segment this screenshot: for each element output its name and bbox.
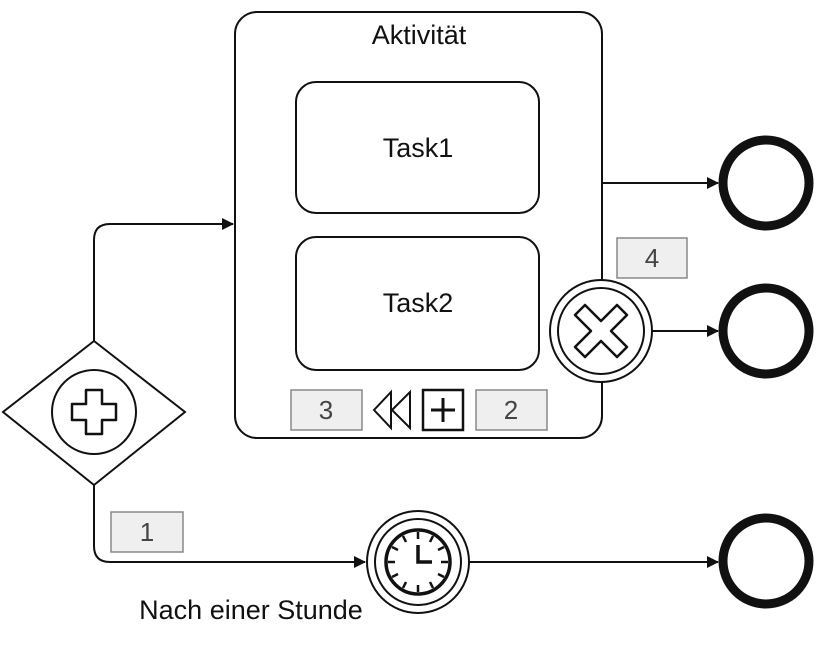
loop-count-label: 3 (319, 395, 333, 425)
subprocess-title: Aktivität (372, 20, 467, 50)
timer-event-label: Nach einer Stunde (139, 595, 363, 625)
task-2[interactable]: Task2 (295, 236, 540, 371)
rewind-icon (372, 389, 411, 431)
task-1-label: Task1 (383, 133, 454, 163)
loop-count-marker: 3 (290, 389, 363, 431)
task-2-label: Task2 (383, 288, 454, 318)
timer-flow-label: 1 (140, 517, 154, 547)
cancel-x-icon[interactable] (549, 279, 653, 383)
flow-gateway-to-timer[interactable] (93, 485, 366, 568)
instance-count-label: 2 (504, 395, 518, 425)
plus-icon[interactable] (421, 388, 465, 432)
parallel-gateway-plus-icon[interactable] (1, 339, 187, 487)
subprocess-activity[interactable]: Aktivität (234, 11, 603, 439)
boundary-count-label: 4 (645, 243, 659, 273)
task-1[interactable]: Task1 (295, 81, 540, 214)
flow-gateway-to-activity[interactable] (93, 218, 234, 341)
end-event-circle-icon[interactable] (718, 135, 814, 231)
instance-count-marker: 2 (475, 389, 548, 431)
clock-icon[interactable] (366, 510, 470, 614)
end-event-circle-icon[interactable] (718, 513, 814, 609)
timer-flow-marker: 1 (110, 511, 184, 553)
boundary-count-marker: 4 (616, 237, 688, 279)
end-event-circle-icon[interactable] (718, 283, 814, 379)
